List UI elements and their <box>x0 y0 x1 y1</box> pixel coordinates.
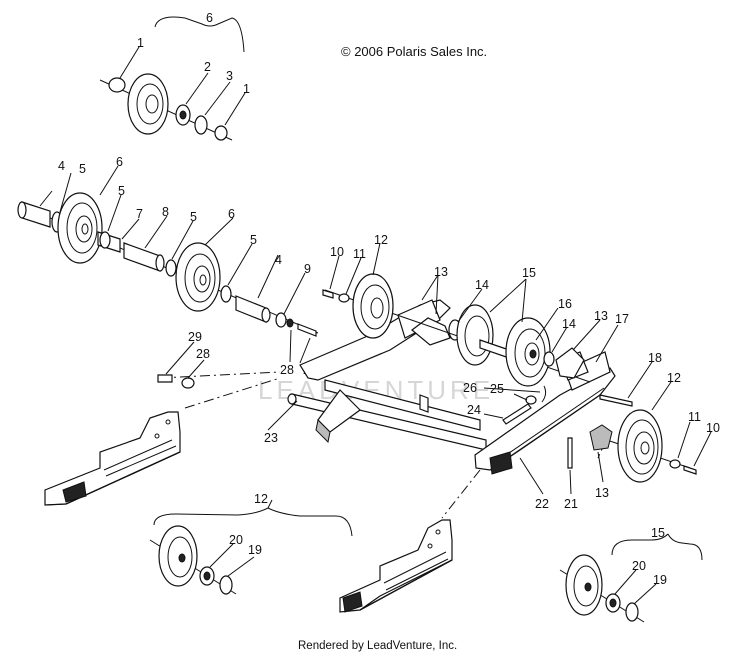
bolt-21 <box>567 437 573 469</box>
upper-right-wheels: 10 11 12 13 14 15 16 14 13 17 18 <box>322 233 662 399</box>
callout-18: 18 <box>648 351 662 365</box>
callout-19: 19 <box>653 573 667 587</box>
callout-12: 12 <box>374 233 388 247</box>
spacer-4-left <box>21 201 51 228</box>
callout-19: 19 <box>248 543 262 557</box>
wheel-15-b <box>505 317 551 387</box>
washer-25 <box>525 395 537 405</box>
nut-28 <box>286 318 294 328</box>
callout-7: 7 <box>136 207 143 221</box>
tube-8 <box>123 242 161 272</box>
callout-5: 5 <box>190 210 197 224</box>
callout-13: 13 <box>434 265 448 279</box>
callout-1: 1 <box>137 36 144 50</box>
callout-21: 21 <box>564 497 578 511</box>
snap-ring-3 <box>194 115 208 135</box>
callout-9: 9 <box>304 262 311 276</box>
callout-28: 28 <box>196 347 210 361</box>
callout-22: 22 <box>535 497 549 511</box>
washer-5-b <box>99 231 111 249</box>
rail-slider-block-lower <box>342 591 363 613</box>
right-wheel-assembly: 12 11 10 13 <box>589 371 720 500</box>
callout-15: 15 <box>522 266 536 280</box>
cap-13-lower <box>589 424 613 451</box>
callout-6: 6 <box>116 155 123 169</box>
bottom-right-wheel-group: 15 20 19 <box>559 526 703 623</box>
callout-11: 11 <box>353 247 366 261</box>
right-rail-plate <box>339 519 453 613</box>
callout-11: 11 <box>688 410 701 424</box>
callout-5: 5 <box>118 184 125 198</box>
bolt-29 <box>157 374 173 383</box>
wheel-6-right <box>175 242 221 312</box>
washer-5-d <box>220 285 232 303</box>
rail-end-block <box>489 451 513 475</box>
cap-13-right <box>555 347 585 379</box>
callout-10: 10 <box>330 245 344 259</box>
callout-4: 4 <box>275 253 282 267</box>
callout-13: 13 <box>594 309 608 323</box>
snap-ring-19-left <box>219 575 233 595</box>
bracket-15-bottom <box>611 533 703 561</box>
bolt-24 <box>502 403 532 425</box>
callout-6: 6 <box>206 11 213 25</box>
axle-wheel-stack: 4 5 6 5 7 8 5 6 5 4 9 28 27 <box>17 155 319 377</box>
callout-3: 3 <box>226 69 233 83</box>
callout-23: 23 <box>264 431 278 445</box>
washer-5-c <box>165 259 177 277</box>
bracket-6-top <box>154 16 245 53</box>
callout-6: 6 <box>228 207 235 221</box>
rail-slider-block <box>62 481 87 503</box>
callout-25: 25 <box>490 382 504 396</box>
callout-16: 16 <box>558 297 572 311</box>
bottom-center-rail <box>339 519 453 613</box>
washer-11-upper <box>338 293 350 303</box>
spacer-4-right <box>235 295 267 323</box>
callout-4: 4 <box>58 159 65 173</box>
nut-1-right <box>214 125 228 141</box>
washer-11-lower <box>669 459 681 469</box>
callout-14: 14 <box>562 317 576 331</box>
callout-8: 8 <box>162 205 169 219</box>
snap-ring-19-right <box>625 602 639 622</box>
washer-14-right <box>543 351 555 367</box>
bolt-27 <box>297 323 317 337</box>
bracket-13-upper <box>397 299 441 339</box>
stop-block <box>419 394 429 413</box>
callout-29: 29 <box>188 330 202 344</box>
callout-13: 13 <box>595 486 609 500</box>
callout-12: 12 <box>254 492 268 506</box>
nut-1-left <box>108 77 126 93</box>
left-rail-assembly: 29 28 <box>44 330 281 506</box>
bolt-10-lower <box>683 465 697 475</box>
callout-17: 17 <box>615 312 629 326</box>
washer-9 <box>275 312 287 328</box>
wheel-6-left <box>57 192 103 264</box>
washer-28 <box>181 377 195 389</box>
footer-credit: Rendered by LeadVenture, Inc. <box>298 640 457 652</box>
callout-2: 2 <box>204 60 211 74</box>
callout-12: 12 <box>667 371 681 385</box>
callout-26: 26 <box>463 381 477 395</box>
callout-5: 5 <box>250 233 257 247</box>
wheel-6-top <box>127 73 169 135</box>
callout-14: 14 <box>475 278 489 292</box>
copyright-text: © 2006 Polaris Sales Inc. <box>341 44 487 59</box>
callout-1: 1 <box>243 82 250 96</box>
bolt-10-upper <box>322 289 334 299</box>
wheel-12-lower <box>617 409 663 483</box>
clip-26 <box>541 385 547 403</box>
callout-5: 5 <box>79 162 86 176</box>
callout-20: 20 <box>632 559 646 573</box>
pin-18 <box>599 394 633 407</box>
callout-15: 15 <box>651 526 665 540</box>
callout-20: 20 <box>229 533 243 547</box>
callout-24: 24 <box>467 403 481 417</box>
callout-10: 10 <box>706 421 720 435</box>
bracket-12-bottom <box>153 499 353 537</box>
bottom-left-wheel-group: 12 20 19 <box>149 492 353 595</box>
callout-28: 28 <box>280 363 294 377</box>
top-wheel-assembly: 6 1 2 3 1 <box>99 11 250 141</box>
